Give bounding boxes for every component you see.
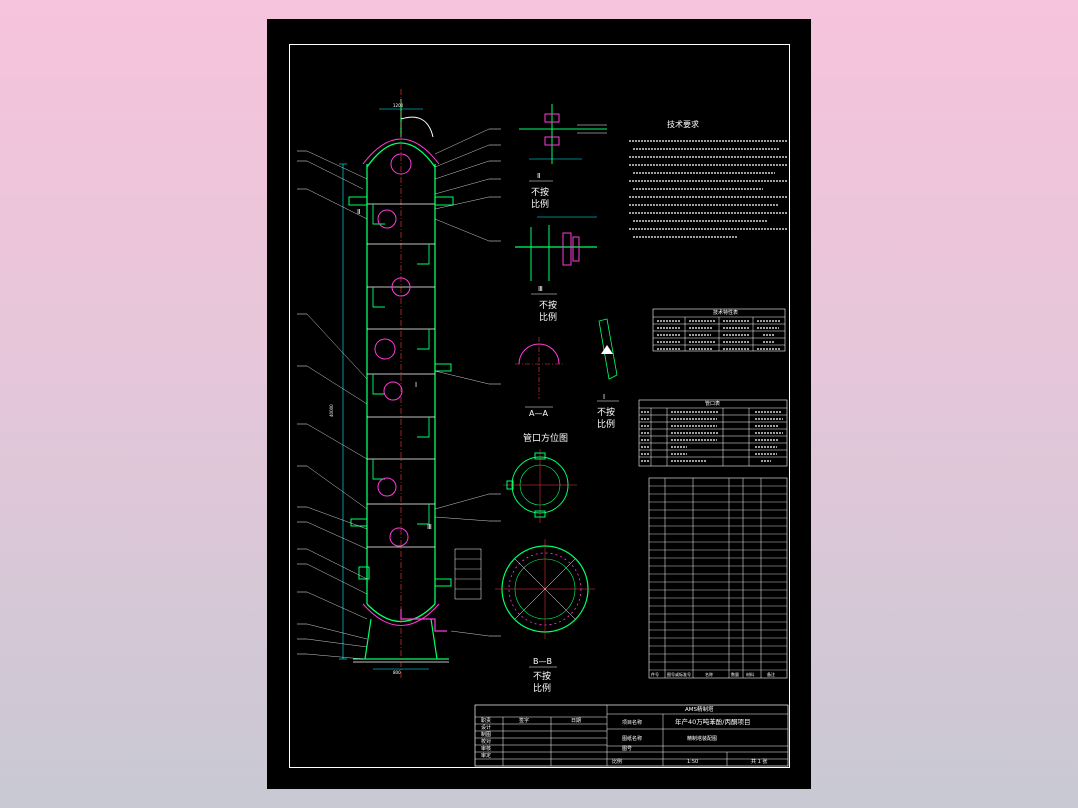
detail-i-note-line1: 不按 <box>597 406 615 418</box>
drawing-sheet: 40000 1200 800 Ⅰ Ⅱ Ⅲ Ⅱ 不按 比例 <box>267 19 811 789</box>
title-row-label: 审核 <box>481 745 491 752</box>
cad-drawing: 40000 1200 800 Ⅰ Ⅱ Ⅲ Ⅱ 不按 比例 <box>297 89 789 767</box>
nozzle-orientation-title: 管口方位图 <box>523 432 568 444</box>
parts-col-note: 备注 <box>767 671 775 677</box>
section-bb-title: B—B <box>533 657 552 666</box>
detail-i-marker: Ⅰ <box>415 381 417 389</box>
parts-col-qty: 数量 <box>731 671 739 677</box>
title-scale-label: 比例 <box>612 758 622 765</box>
detail-iii-view: Ⅲ 不按 比例 <box>515 216 597 323</box>
nozzle-orientation-plan <box>503 449 577 523</box>
title-drawing-label: 图纸名称 <box>622 735 642 742</box>
title-drawing-name: 精制塔装配图 <box>687 735 717 742</box>
title-row-label: 设计 <box>481 724 491 731</box>
parts-col-drawing: 图号或标准号 <box>667 671 691 677</box>
title-row-label: 校对 <box>481 738 491 745</box>
title-row-label: 职责 <box>481 717 491 724</box>
parts-col-no: 件号 <box>651 671 659 677</box>
detail-ii-view: Ⅱ 不按 比例 <box>519 104 607 210</box>
detail-iii-note-line2: 比例 <box>539 311 557 323</box>
nozzle-table: 管口表 <box>638 399 788 467</box>
tech-requirements-title: 技术要求 <box>667 119 699 129</box>
bottom-width-dimension: 800 <box>393 670 401 675</box>
column-height-dimension: 40000 <box>329 404 334 417</box>
detail-iii-note-line1: 不按 <box>539 299 557 311</box>
section-aa-view: A—A 管口方位图 <box>515 337 568 444</box>
detail-i-note-line2: 比例 <box>597 418 615 430</box>
title-scale-value: 1:50 <box>687 759 698 765</box>
small-table <box>454 548 482 600</box>
title-col-date: 日期 <box>571 718 581 724</box>
title-project-name: 年产40万吨苯酚/丙酮项目 <box>675 717 750 726</box>
design-parameter-table: 技术特性表 <box>652 308 786 352</box>
section-bb-view: B—B 不按 比例 <box>495 539 595 694</box>
detail-iii-title: Ⅲ <box>538 285 543 293</box>
parts-list: 件号 图号或标准号 名称 数量 材料 备注 <box>648 477 788 679</box>
top-width-dimension: 1200 <box>393 103 404 108</box>
design-table-title: 技术特性表 <box>713 309 738 316</box>
title-project-label: 项目名称 <box>622 719 642 726</box>
title-row-label: 审定 <box>481 752 491 759</box>
detail-ii-note-line2: 比例 <box>531 198 549 210</box>
nozzle-table-title: 管口表 <box>705 400 720 407</box>
distillation-column-elevation: 40000 1200 800 Ⅰ Ⅱ Ⅲ <box>297 89 501 679</box>
title-block: AMS精制塔 项目名称 年产40万吨苯酚/丙酮项目 图纸名称 精制塔装配图 图号… <box>474 704 789 767</box>
detail-ii-title: Ⅱ <box>537 172 540 180</box>
detail-ii-note-line1: 不按 <box>531 186 549 198</box>
parts-col-material: 材料 <box>746 671 754 677</box>
detail-i-view: Ⅰ 不按 比例 <box>597 318 619 430</box>
parts-col-name: 名称 <box>705 671 713 677</box>
section-bb-note-line2: 比例 <box>533 682 551 694</box>
detail-ii-marker: Ⅱ <box>357 208 360 216</box>
section-bb-note-line1: 不按 <box>533 670 551 682</box>
title-company: AMS精制塔 <box>685 705 714 713</box>
title-row-label: 制图 <box>481 731 491 738</box>
detail-iii-marker: Ⅲ <box>427 523 432 531</box>
technical-requirements-block: 技术要求 <box>629 119 787 238</box>
title-sheet-count: 共 1 张 <box>751 758 767 765</box>
title-col-sign: 签字 <box>519 717 529 724</box>
drawing-frame <box>289 44 790 768</box>
section-aa-title: A—A <box>529 409 548 418</box>
title-drawing-no-label: 图号 <box>622 746 632 752</box>
detail-i-title: Ⅰ <box>603 393 605 401</box>
